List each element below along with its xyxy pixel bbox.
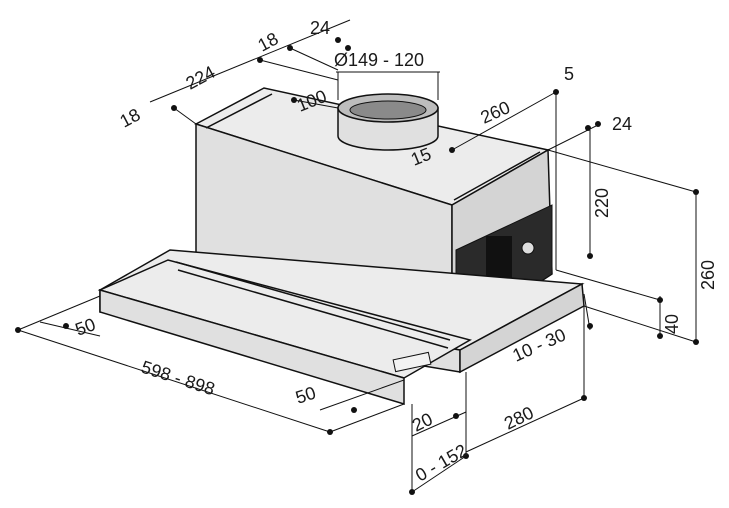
dimension-lines — [15, 19, 699, 495]
dim-24-right-line — [547, 123, 601, 151]
label-260-top: 260 — [477, 97, 513, 127]
label-260-right: 260 — [698, 260, 718, 290]
label-24-right: 24 — [612, 114, 632, 134]
label-50-left: 50 — [73, 314, 99, 340]
dim-dot — [291, 97, 297, 103]
dim-dot — [63, 323, 69, 329]
dim-dot — [171, 105, 177, 111]
dim-dot — [345, 45, 351, 51]
ext-40-bottom — [583, 305, 697, 343]
label-280: 280 — [501, 402, 537, 433]
dimension-labels: 18 224 18 24 Ø149 - 120 100 5 260 24 15 … — [73, 18, 718, 485]
label-0-152: 0 - 152 — [412, 440, 471, 485]
dim-260-top-line — [451, 91, 557, 151]
label-18-top: 18 — [254, 28, 281, 55]
label-224: 224 — [182, 62, 218, 94]
top-edge-line — [205, 93, 273, 129]
dim-dot — [553, 89, 559, 95]
dim-dot — [287, 45, 293, 51]
dim-line-top — [149, 19, 351, 103]
label-5: 5 — [564, 64, 574, 84]
dim-dot — [657, 297, 663, 303]
top-edge-line-2 — [453, 151, 541, 201]
dim-dot — [351, 407, 357, 413]
dim-dot — [453, 413, 459, 419]
label-40: 40 — [662, 314, 682, 334]
dim-dot — [409, 489, 415, 495]
ext-line-3 — [289, 47, 339, 71]
dim-dot — [581, 395, 587, 401]
dim-dot — [335, 37, 341, 43]
ext-260-right-top — [547, 149, 697, 193]
dim-dot — [449, 147, 455, 153]
duct-collar — [337, 93, 439, 151]
label-18-left: 18 — [116, 104, 143, 131]
dim-dot — [327, 429, 333, 435]
ext-598-left — [17, 295, 101, 331]
label-598-898: 598 - 898 — [139, 357, 218, 400]
dim-dot — [463, 453, 469, 459]
dim-dot — [693, 189, 699, 195]
visor-rail-2 — [177, 269, 449, 349]
dim-dot — [15, 327, 21, 333]
label-diameter: Ø149 - 120 — [334, 50, 424, 70]
dim-0-152-line — [411, 455, 467, 493]
ext-line-2 — [259, 59, 339, 81]
screw-icon — [521, 241, 535, 255]
dim-dot — [585, 125, 591, 131]
control-panel — [392, 351, 432, 373]
telescopic-drawer — [97, 249, 585, 406]
label-220: 220 — [592, 188, 612, 218]
label-50-bottom: 50 — [293, 383, 318, 408]
dim-dot — [595, 121, 601, 127]
dim-598-898-line — [17, 329, 331, 433]
duct-inner — [349, 100, 427, 120]
dim-dot — [587, 253, 593, 259]
dim-dot — [587, 323, 593, 329]
dim-50-left-line — [39, 321, 101, 337]
visor-rail — [175, 261, 451, 341]
ext-40-top — [555, 269, 661, 301]
dim-280-line — [465, 397, 585, 453]
dim-dot — [657, 333, 663, 339]
dim-dot — [257, 57, 263, 63]
label-24-top: 24 — [310, 18, 330, 38]
dim-50-bottom-line — [319, 379, 405, 411]
ext-line-1 — [173, 107, 197, 125]
label-20: 20 — [409, 409, 436, 436]
ext-598-right — [329, 403, 405, 433]
dim-100-line — [293, 99, 339, 109]
